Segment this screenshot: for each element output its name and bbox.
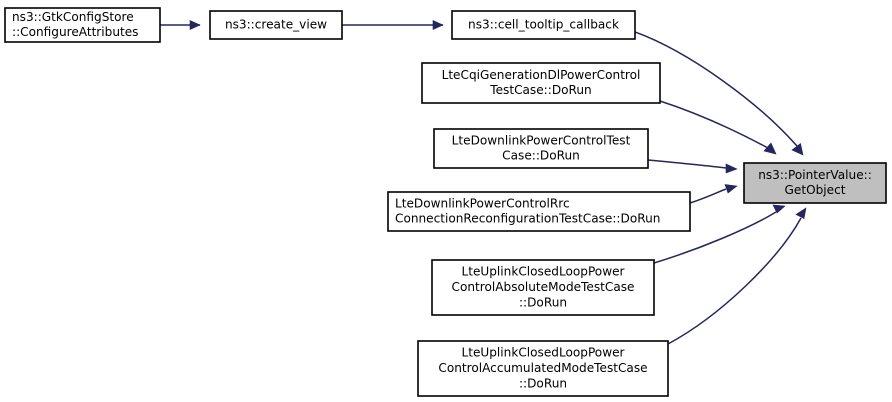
edge-line (659, 100, 769, 149)
node-box[interactable] (417, 340, 669, 397)
edge-line (634, 31, 798, 147)
edge-line (653, 211, 777, 264)
node-box[interactable] (387, 191, 691, 232)
edge-cqigeneration-to-getobject (659, 100, 777, 155)
edge-line (647, 159, 727, 169)
edge-uplinkaccumulatedmode-to-getobject (667, 207, 807, 345)
arrow-head-icon (189, 20, 201, 30)
arrow-head-icon (724, 184, 738, 194)
arrow-head-icon (795, 207, 807, 219)
edge-celltooltipcallback-to-getobject (634, 31, 804, 156)
node-label-line: ns3::create_view (225, 18, 327, 32)
graph-node-lte-downlink-power-control-rrc-connection-reconfiguration-testcase-dorun[interactable]: LteDownlinkPowerControlRrcConnectionReco… (387, 191, 691, 232)
arrow-head-icon (432, 20, 444, 30)
node-label-line: TestCase::DoRun (489, 83, 591, 97)
graph-node-cell-tooltip-callback[interactable]: ns3::cell_tooltip_callback (451, 10, 636, 40)
node-box[interactable] (4, 7, 161, 43)
node-label-line: ControlAccumulatedModeTestCase (438, 361, 647, 375)
node-label-line: ns3::PointerValue:: (758, 168, 872, 182)
graph-node-ns3-pointervalue-getobject[interactable]: ns3::PointerValue::GetObject (743, 162, 887, 204)
node-label-line: GetObject (785, 183, 846, 197)
node-label-line: Case::DoRun (502, 149, 580, 163)
node-label-line: ConnectionReconfigurationTestCase::DoRun (395, 212, 660, 226)
edges-layer (160, 20, 807, 345)
edge-gtkconfigstore-to-createview (160, 20, 201, 30)
arrow-head-icon (791, 142, 804, 156)
node-label-line: LteDownlinkPowerControlRrc (395, 196, 570, 210)
edge-line (667, 217, 802, 345)
node-box[interactable] (431, 259, 655, 316)
node-label-line: ns3::cell_tooltip_callback (468, 18, 619, 32)
node-box[interactable] (743, 162, 887, 204)
node-box[interactable] (421, 62, 661, 104)
node-label-line: LteCqiGenerationDlPowerControl (442, 68, 641, 82)
graph-node-lte-uplink-closed-loop-power-control-absolute-mode-testcase-dorun[interactable]: LteUplinkClosedLoopPowerControlAbsoluteM… (431, 259, 655, 316)
arrow-head-icon (763, 142, 777, 155)
nodes-layer: ns3::GtkConfigStore::ConfigureAttributes… (4, 7, 887, 397)
node-label-line: ::DoRun (519, 376, 567, 390)
edge-downlinkpowercontrol-to-getobject (647, 159, 738, 174)
node-box[interactable] (451, 10, 636, 40)
node-label-line: ns3::GtkConfigStore (12, 10, 134, 24)
node-box[interactable] (209, 10, 343, 40)
graph-node-lte-uplink-closed-loop-power-control-accumulated-mode-testcase-dorun[interactable]: LteUplinkClosedLoopPowerControlAccumulat… (417, 340, 669, 397)
edge-uplinkabsolutemode-to-getobject (653, 204, 786, 264)
node-label-line: LteUplinkClosedLoopPower (461, 265, 624, 279)
edge-rrcconnectionreconfiguration-to-getobject (689, 184, 738, 204)
edge-line (689, 188, 727, 204)
arrow-head-icon (725, 163, 738, 174)
edge-createview-to-celltooltipcallback (342, 20, 444, 30)
node-label-line: ControlAbsoluteModeTestCase (452, 280, 635, 294)
node-label-line: LteUplinkClosedLoopPower (461, 346, 624, 360)
node-box[interactable] (433, 128, 649, 169)
node-label-line: ::ConfigureAttributes (12, 25, 138, 39)
graph-node-create-view[interactable]: ns3::create_view (209, 10, 343, 40)
node-label-line: LteDownlinkPowerControlTest (452, 133, 631, 147)
arrow-head-icon (772, 204, 786, 214)
node-label-line: ::DoRun (519, 295, 567, 309)
graph-node-lte-cqi-generation-dl-power-control-testcase-dorun[interactable]: LteCqiGenerationDlPowerControlTestCase::… (421, 62, 661, 104)
graph-node-gtk-config-store-configure-attributes[interactable]: ns3::GtkConfigStore::ConfigureAttributes (4, 7, 161, 43)
